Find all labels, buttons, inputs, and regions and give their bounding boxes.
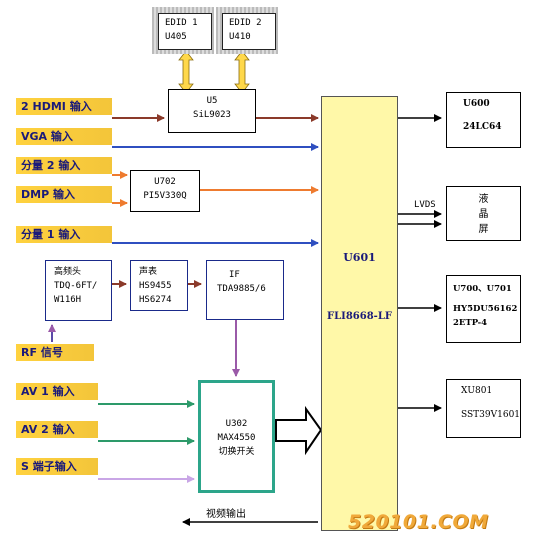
u601-chip: U601 FLI8668-LF <box>321 96 398 531</box>
xu801-chip: XU801 SST39V1601 <box>446 379 521 438</box>
u601-name: U601 <box>343 251 376 264</box>
tuner-part-suffix: W116H <box>54 295 82 305</box>
av2-input-label: AV 2 输入 <box>16 421 98 438</box>
edid1-name: EDID 1 <box>165 18 198 28</box>
saw-filter-name: 声表 <box>139 267 158 277</box>
dmp-input-label: DMP 输入 <box>16 186 112 203</box>
xu801-name: XU801 <box>461 386 493 396</box>
u600-part: 24LC64 <box>463 122 502 132</box>
tuner-name: 高频头 <box>54 267 82 277</box>
saw-filter-part-1: HS9455 <box>139 281 172 291</box>
saw-filter-part-2: HS6274 <box>139 295 172 305</box>
u302-switch: U302 MAX4550 切换开关 <box>198 380 275 493</box>
watermark-logo: 520101.COM <box>348 511 489 533</box>
lcd-char-2: 晶 <box>478 209 489 220</box>
u302-part: MAX4550 <box>217 433 256 443</box>
comp1-input-label: 分量 1 输入 <box>16 226 112 243</box>
lcd-char-3: 屏 <box>478 224 489 235</box>
vga-input-label: VGA 输入 <box>16 128 112 145</box>
u702-part: PI5V330Q <box>143 191 187 201</box>
u700-chip: U700、U701 HY5DU56162 2ETP-4 <box>446 275 521 343</box>
lcd-char-1: 液 <box>478 194 489 205</box>
u600-name: U600 <box>463 99 490 109</box>
u702-name: U702 <box>154 177 176 187</box>
edid1-part: U405 <box>165 32 187 42</box>
u302-to-u601-arrow <box>275 405 323 456</box>
tuner-part: TDQ-6FT/ <box>54 281 98 291</box>
edid2-part: U410 <box>229 32 251 42</box>
if-name: IF <box>229 270 240 280</box>
u600-chip: U600 24LC64 <box>446 92 521 148</box>
s-video-input-label: S 端子输入 <box>16 458 98 475</box>
lcd-panel: 液 晶 屏 <box>446 186 521 241</box>
u702-chip: U702 PI5V330Q <box>130 170 200 212</box>
video-out-label: 视频输出 <box>206 509 246 520</box>
u302-name: U302 <box>225 419 248 429</box>
edid2-link-arrow <box>234 50 250 94</box>
comp2-input-label: 分量 2 输入 <box>16 157 112 174</box>
u5-name: U5 <box>206 96 218 106</box>
lvds-label: LVDS <box>414 200 436 210</box>
u700-name: U700、U701 <box>453 284 512 294</box>
if-part: TDA9885/6 <box>217 284 266 294</box>
if-block: IF TDA9885/6 <box>206 260 284 320</box>
hdmi-input-label: 2 HDMI 输入 <box>16 98 112 115</box>
u302-desc: 切换开关 <box>218 447 255 457</box>
tuner-block: 高频头 TDQ-6FT/ W116H <box>45 260 112 321</box>
edid1-chip: EDID 1 U405 <box>158 13 212 50</box>
xu801-part: SST39V1601 <box>461 410 521 420</box>
u700-part: HY5DU56162 <box>453 304 518 314</box>
rf-input-label: RF 信号 <box>16 344 94 361</box>
av1-input-label: AV 1 输入 <box>16 383 98 400</box>
saw-filter-block: 声表 HS9455 HS6274 <box>130 260 188 311</box>
edid2-chip: EDID 2 U410 <box>222 13 276 50</box>
u601-part: FLI8668-LF <box>327 311 392 322</box>
u5-part: SiL9023 <box>193 110 231 120</box>
edid1-link-arrow <box>178 50 194 94</box>
u700-part-suffix: 2ETP-4 <box>453 318 488 328</box>
u5-chip: U5 SiL9023 <box>168 89 256 133</box>
edid2-name: EDID 2 <box>229 18 262 28</box>
